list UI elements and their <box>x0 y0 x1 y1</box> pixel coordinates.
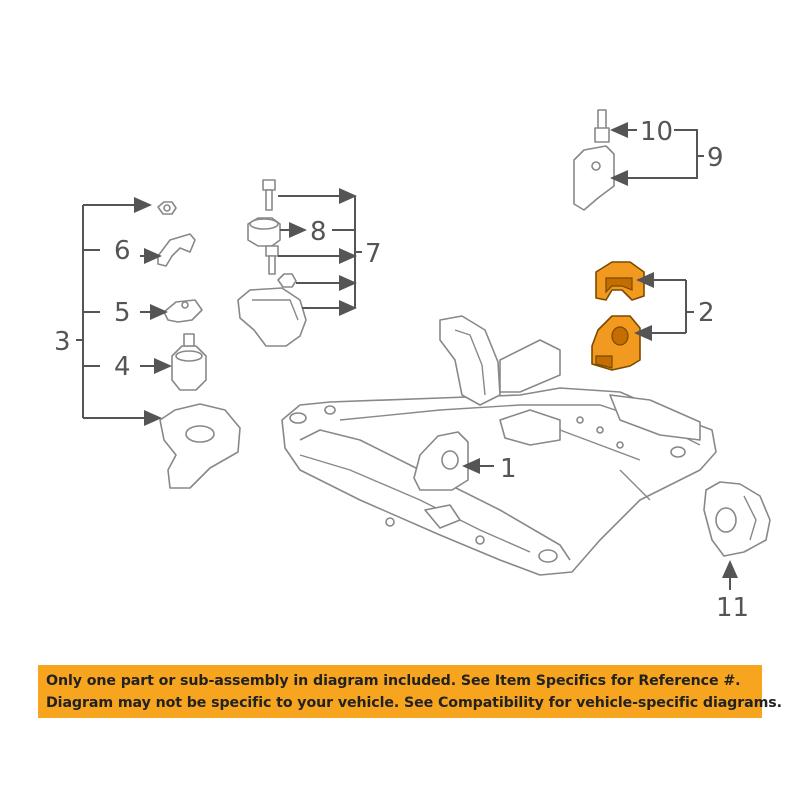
callout-9: 9 <box>707 143 724 173</box>
part-7-bolt-top <box>262 179 276 211</box>
part-4-mount <box>171 333 207 391</box>
part-3-nut <box>157 201 177 215</box>
part-7-bracket <box>237 287 307 347</box>
disclaimer-line-1: Only one part or sub-assembly in diagram… <box>46 673 741 689</box>
disclaimer-banner: Only one part or sub-assembly in diagram… <box>38 665 782 718</box>
disclaimer-line-2: Diagram may not be specific to your vehi… <box>46 695 782 711</box>
part-9-bracket <box>573 145 615 211</box>
part-7-bolt-mid <box>265 245 279 275</box>
subframe-crossmember <box>281 315 717 576</box>
part-7-nut <box>277 273 297 288</box>
callout-4: 4 <box>114 352 131 382</box>
callout-10: 10 <box>640 117 673 147</box>
callout-3: 3 <box>54 327 71 357</box>
callout-11: 11 <box>716 593 749 623</box>
part-2-highlighted-mount-lower <box>591 315 641 371</box>
callout-8: 8 <box>310 217 327 247</box>
callout-5: 5 <box>114 298 131 328</box>
part-5-plate <box>163 299 203 323</box>
part-11-mount <box>703 481 771 557</box>
callout-2: 2 <box>698 298 715 328</box>
callout-7: 7 <box>365 239 382 269</box>
part-1-mount <box>413 431 469 491</box>
part-10-stud <box>594 109 610 143</box>
part-6-bracket <box>157 233 196 267</box>
part-3-mount-bracket <box>159 403 241 489</box>
callout-1: 1 <box>500 454 517 484</box>
part-8-bushing <box>247 217 281 247</box>
callout-6: 6 <box>114 236 131 266</box>
part-2-highlighted-mount-upper <box>595 261 645 301</box>
